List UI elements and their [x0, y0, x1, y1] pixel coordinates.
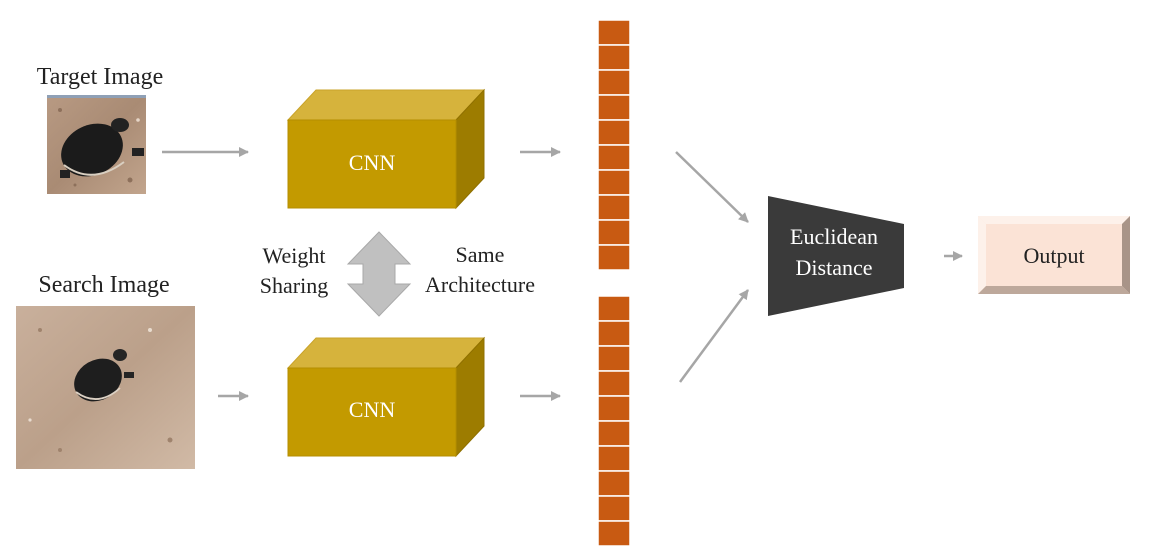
cnn-block-bottom: CNN — [286, 336, 486, 458]
feature-vector-top-cell — [597, 144, 631, 171]
cnn-bottom-label: CNN — [349, 397, 396, 422]
target-image-label: Target Image — [37, 64, 163, 90]
feature-vector-top-cell — [597, 244, 631, 271]
euclidean-line1: Euclidean — [790, 224, 878, 249]
feature-vector-bottom-cell — [597, 420, 631, 447]
feature-vector-top-cell — [597, 169, 631, 196]
output-label: Output — [1023, 243, 1084, 268]
feature-vector-bottom-cell — [597, 395, 631, 422]
weight-sharing-line1: Weight — [263, 243, 326, 268]
search-image-label: Search Image — [38, 272, 169, 298]
feature-vector-bottom-cell — [597, 295, 631, 322]
output-box: Output — [978, 216, 1130, 294]
feature-vector-top-cell — [597, 44, 631, 71]
feature-vector-bottom-cell — [597, 320, 631, 347]
feature-vector-top-cell — [597, 69, 631, 96]
feature-vector-top-cell — [597, 119, 631, 146]
feature-vector-bottom-cell — [597, 370, 631, 397]
feature-vector-bottom-cell — [597, 495, 631, 522]
feature-vector-top-cell — [597, 19, 631, 46]
arrow-features-top-to-euclidean — [675, 151, 749, 223]
feature-vector-top-cell — [597, 219, 631, 246]
euclidean-distance-block — [768, 196, 904, 316]
search-image — [16, 306, 195, 469]
cnn-top-label: CNN — [349, 150, 396, 175]
feature-vector-bottom-cell — [597, 345, 631, 372]
feature-vector-bottom-cell — [597, 470, 631, 497]
arrow-features-bottom-to-euclidean — [678, 289, 750, 383]
same-architecture-line1: Same — [456, 242, 505, 267]
same-architecture-line2: Architecture — [425, 272, 535, 297]
weight-sharing-double-arrow — [346, 231, 412, 317]
feature-vector-bottom — [597, 295, 631, 547]
weight-sharing-line2: Sharing — [260, 273, 328, 298]
target-image — [47, 95, 146, 194]
feature-vector-top-cell — [597, 94, 631, 121]
feature-vector-top-cell — [597, 194, 631, 221]
feature-vector-bottom-cell — [597, 445, 631, 472]
euclidean-line2: Distance — [796, 255, 873, 280]
cnn-block-top: CNN — [286, 88, 486, 210]
feature-vector-top — [597, 19, 631, 271]
feature-vector-bottom-cell — [597, 520, 631, 547]
